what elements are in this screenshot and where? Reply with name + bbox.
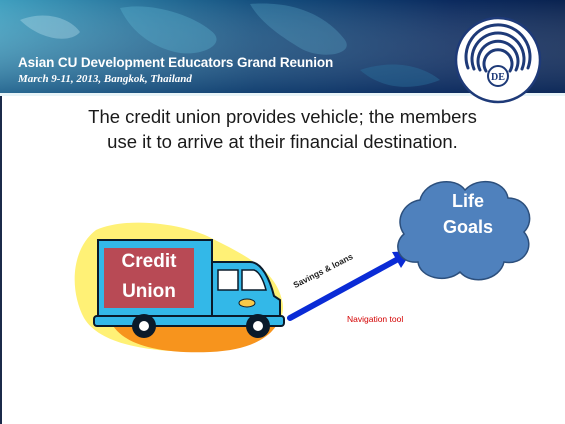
event-subtitle: March 9-11, 2013, Bangkok, Thailand	[18, 73, 192, 85]
credit-union-diagram	[74, 180, 531, 353]
slide-left-border	[0, 96, 2, 424]
truck-label-line2: Union	[122, 281, 176, 302]
logo-text: DE	[491, 72, 505, 83]
navigation-tool-label: Navigation tool	[347, 314, 404, 324]
savings-arrow-shaft	[287, 255, 403, 321]
truck-windshield	[241, 269, 267, 291]
event-title: Asian CU Development Educators Grand Reu…	[18, 55, 334, 70]
cloud-label-line1: Life	[451, 191, 484, 211]
truck-door-emblem	[238, 298, 256, 308]
main-statement: The credit union provides vehicle; the m…	[88, 106, 477, 152]
cloud-label-line2: Goals	[442, 217, 494, 237]
life-goals-cloud	[397, 180, 531, 281]
truck-label-line1: Credit	[121, 251, 177, 272]
truck-window-icon	[217, 269, 239, 291]
truck-sign-panel	[104, 248, 194, 308]
de-logo-rings-icon: DE	[454, 16, 542, 104]
